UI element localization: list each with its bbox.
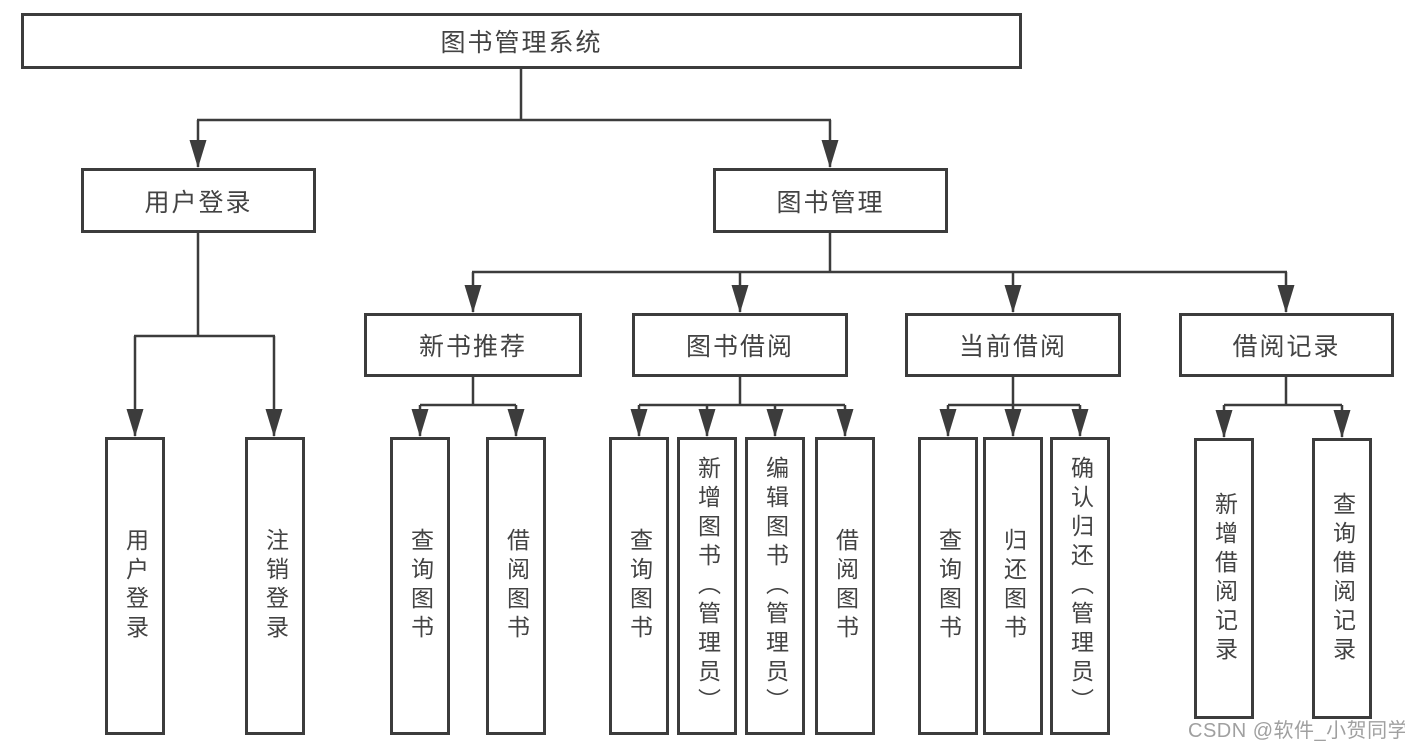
watermark-text: CSDN @软件_小贺同学 (1188, 720, 1405, 742)
leaf-edit-books-admin: 编辑图书（管理员） (745, 437, 805, 735)
leaf-query-borrow-record-label: 查询借阅记录 (1329, 491, 1356, 666)
node-borrowing-records: 借阅记录 (1179, 313, 1394, 377)
leaf-add-borrow-record-label: 新增借阅记录 (1211, 491, 1238, 666)
leaf-confirm-return-admin-label: 确认归还（管理员） (1067, 455, 1094, 717)
leaf-add-books-admin: 新增图书（管理员） (677, 437, 737, 735)
leaf-query-borrow-record: 查询借阅记录 (1312, 438, 1372, 719)
leaf-borrow-books-recommend: 借阅图书 (486, 437, 546, 735)
node-book-management: 图书管理 (713, 168, 948, 233)
leaf-confirm-return-admin: 确认归还（管理员） (1050, 437, 1110, 735)
leaf-user-login-label: 用户登录 (122, 528, 149, 644)
node-user-login-label: 用户登录 (144, 188, 253, 217)
leaf-borrow-books-borrowing: 借阅图书 (815, 437, 875, 735)
leaf-return-books-label: 归还图书 (1000, 528, 1027, 644)
leaf-query-books-borrowing: 查询图书 (609, 437, 669, 735)
leaf-borrow-books-recommend-label: 借阅图书 (503, 528, 530, 644)
node-book-management-label: 图书管理 (776, 188, 885, 217)
node-new-book-recommend: 新书推荐 (364, 313, 582, 377)
leaf-edit-books-admin-label: 编辑图书（管理员） (762, 455, 789, 717)
leaf-query-books-current-label: 查询图书 (935, 528, 962, 644)
node-borrowing-records-label: 借阅记录 (1232, 333, 1341, 361)
leaf-query-books-current: 查询图书 (918, 437, 978, 735)
node-current-borrowing-label: 当前借阅 (958, 333, 1067, 361)
node-root-label: 图书管理系统 (440, 29, 603, 57)
leaf-add-borrow-record: 新增借阅记录 (1194, 438, 1254, 719)
leaf-logout-label: 注销登录 (262, 528, 289, 644)
leaf-query-books-borrowing-label: 查询图书 (626, 528, 653, 644)
node-root: 图书管理系统 (21, 13, 1022, 69)
node-book-borrowing: 图书借阅 (632, 313, 848, 377)
leaf-borrow-books-borrowing-label: 借阅图书 (832, 528, 859, 644)
leaf-add-books-admin-label: 新增图书（管理员） (694, 455, 721, 717)
leaf-query-books-recommend-label: 查询图书 (407, 528, 434, 644)
node-book-borrowing-label: 图书借阅 (685, 333, 794, 361)
node-current-borrowing: 当前借阅 (905, 313, 1121, 377)
leaf-logout: 注销登录 (245, 437, 305, 735)
node-new-book-recommend-label: 新书推荐 (418, 333, 527, 361)
node-user-login: 用户登录 (81, 168, 316, 233)
leaf-return-books: 归还图书 (983, 437, 1043, 735)
leaf-query-books-recommend: 查询图书 (390, 437, 450, 735)
leaf-user-login: 用户登录 (105, 437, 165, 735)
